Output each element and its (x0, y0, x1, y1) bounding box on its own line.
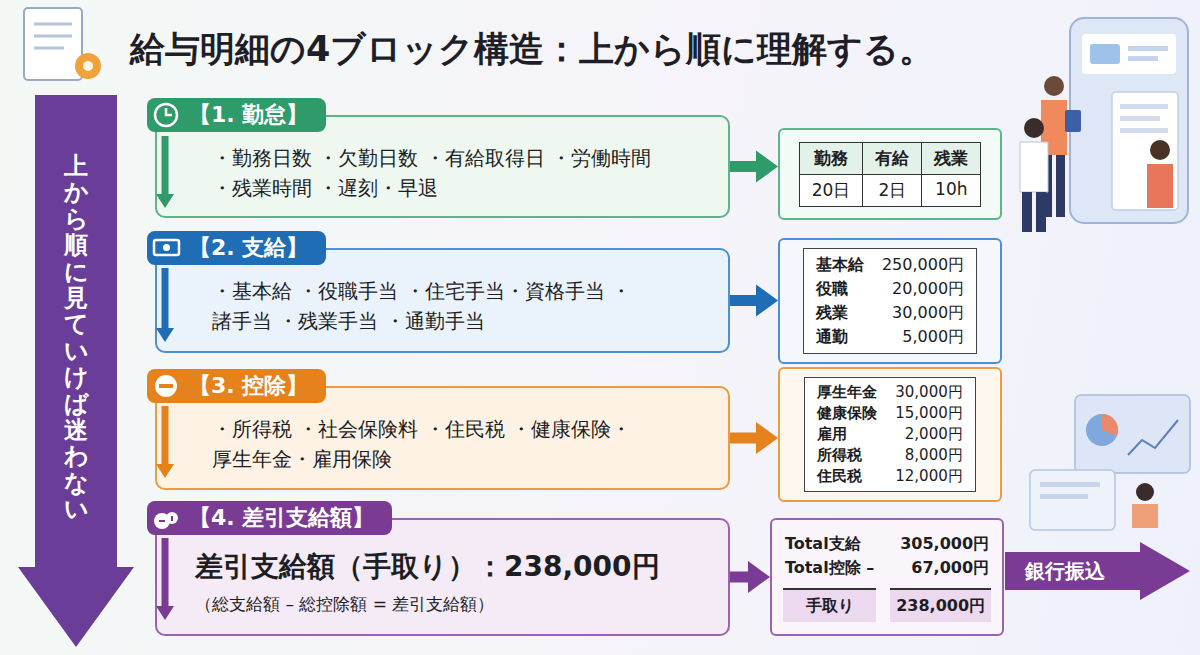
total-name: Total支給 (783, 532, 876, 556)
section-items: （総支給額 – 総控除額 = 差引支給額） (195, 592, 712, 618)
item-amount: 5,000円 (882, 325, 964, 349)
arrow-head (756, 151, 778, 183)
transfer-arrow: 銀行振込 (1005, 542, 1190, 600)
section-heading: 【2. 支給】 (147, 231, 326, 265)
arrow-shaft (730, 433, 758, 444)
item-amount: 20,000円 (882, 277, 964, 301)
money-icon (154, 240, 179, 255)
item-name: 雇用 (817, 424, 877, 445)
table-cell: 10h (922, 175, 981, 207)
item-amount: 30,000円 (882, 301, 964, 325)
flow-arrow (730, 285, 778, 317)
total-name: 手取り (783, 588, 876, 622)
item-amount: 30,000円 (895, 382, 963, 403)
table-cell: 2日 (863, 175, 922, 207)
document-icon (24, 8, 101, 80)
flow-arrow (730, 151, 778, 183)
item-name: 残業 (816, 301, 864, 325)
section-heading: 【4. 差引支給額】 (147, 501, 392, 535)
item-name: 健康保険 (817, 403, 877, 424)
down-arrow (156, 136, 174, 620)
section-heading: 【3. 控除】 (147, 369, 326, 403)
flow-arrow (730, 561, 770, 593)
flow-arrow (730, 422, 778, 454)
amount-list: 基本給 250,000円役職 20,000円残業 30,000円通勤 5,000円 (803, 248, 977, 354)
table-header: 勤務 (800, 143, 864, 175)
item-name: 通勤 (816, 325, 864, 349)
arrow-shaft (730, 161, 758, 172)
section-box: 【1. 勤怠】・勤務日数 ・欠勤日数 ・有給取得日 ・労働時間 ・残業時間 ・遅… (155, 115, 730, 218)
section-items: ・基本給 ・役職手当 ・住宅手当・資格手当 ・諸手当 ・残業手当 ・通勤手当 (212, 276, 652, 336)
flow-arrow-band: 上から順に見ていけば迷わない (18, 95, 134, 647)
table-header: 有給 (863, 143, 922, 175)
table-cell: 20日 (800, 175, 864, 207)
total-list: Total支給 305,000円 Total控除 – 67,000円手取り 238,00… (783, 532, 991, 622)
section-items: ・所得税 ・社会保険料 ・住民税 ・健康保険・厚生年金・雇用保険 (212, 414, 682, 474)
office-illustration (1020, 18, 1188, 232)
value-box: 基本給 250,000円役職 20,000円残業 30,000円通勤 5,000円 (778, 238, 1002, 364)
dashboard-illustration (1030, 395, 1190, 530)
value-box: 厚生年金 30,000円健康保険 15,000円雇用 2,000円所得税 8,000円住… (778, 367, 1002, 502)
item-name: 所得税 (817, 445, 877, 466)
table-header: 残業 (922, 143, 981, 175)
item-name: 役職 (816, 277, 864, 301)
item-name: 住民税 (817, 466, 877, 487)
moneybag-icon (154, 512, 178, 529)
item-amount: 12,000円 (895, 466, 963, 487)
total-name: Total控除 – (783, 556, 876, 580)
value-box: Total支給 305,000円 Total控除 – 67,000円手取り 238,00… (770, 518, 1004, 636)
item-amount: 2,000円 (895, 424, 963, 445)
section-items: ・勤務日数 ・欠勤日数 ・有給取得日 ・労働時間 ・残業時間 ・遅刻・早退 (212, 143, 652, 203)
item-amount: 15,000円 (895, 403, 963, 424)
attendance-table: 勤務有給残業 20日2日10h (799, 142, 982, 207)
arrow-shaft (730, 572, 750, 583)
diagram-title: 給与明細の4ブロック構造：上から順に理解する。 (130, 26, 934, 73)
total-amount: 67,000円 (890, 556, 991, 580)
value-box: 勤務有給残業 20日2日10h (778, 128, 1002, 220)
section-box: 【2. 支給】・基本給 ・役職手当 ・住宅手当・資格手当 ・諸手当 ・残業手当 … (155, 248, 730, 353)
section-box: 【4. 差引支給額】差引支給額（手取り）：238,000円（総支給額 – 総控除… (155, 518, 730, 636)
arrow-head (748, 561, 770, 593)
item-amount: 8,000円 (895, 445, 963, 466)
amount-list: 厚生年金 30,000円健康保険 15,000円雇用 2,000円所得税 8,000円住… (804, 377, 976, 492)
section-heading: 【1. 勤怠】 (147, 98, 326, 132)
total-amount: 305,000円 (890, 532, 991, 556)
minus-icon (155, 375, 177, 397)
clock-icon (155, 104, 177, 126)
section-box: 【3. 控除】・所得税 ・社会保険料 ・住民税 ・健康保険・厚生年金・雇用保険 (155, 386, 730, 490)
item-name: 基本給 (816, 253, 864, 277)
item-name: 厚生年金 (817, 382, 877, 403)
total-amount: 238,000円 (890, 588, 991, 622)
arrow-head (756, 285, 778, 317)
transfer-label: 銀行振込 (1005, 558, 1105, 585)
item-amount: 250,000円 (882, 253, 964, 277)
arrow-head (756, 422, 778, 454)
vertical-caption: 上から順に見ていけば迷わない (64, 153, 88, 647)
section-items: 差引支給額（手取り）：238,000円 (195, 546, 712, 588)
arrow-shaft (730, 295, 758, 306)
